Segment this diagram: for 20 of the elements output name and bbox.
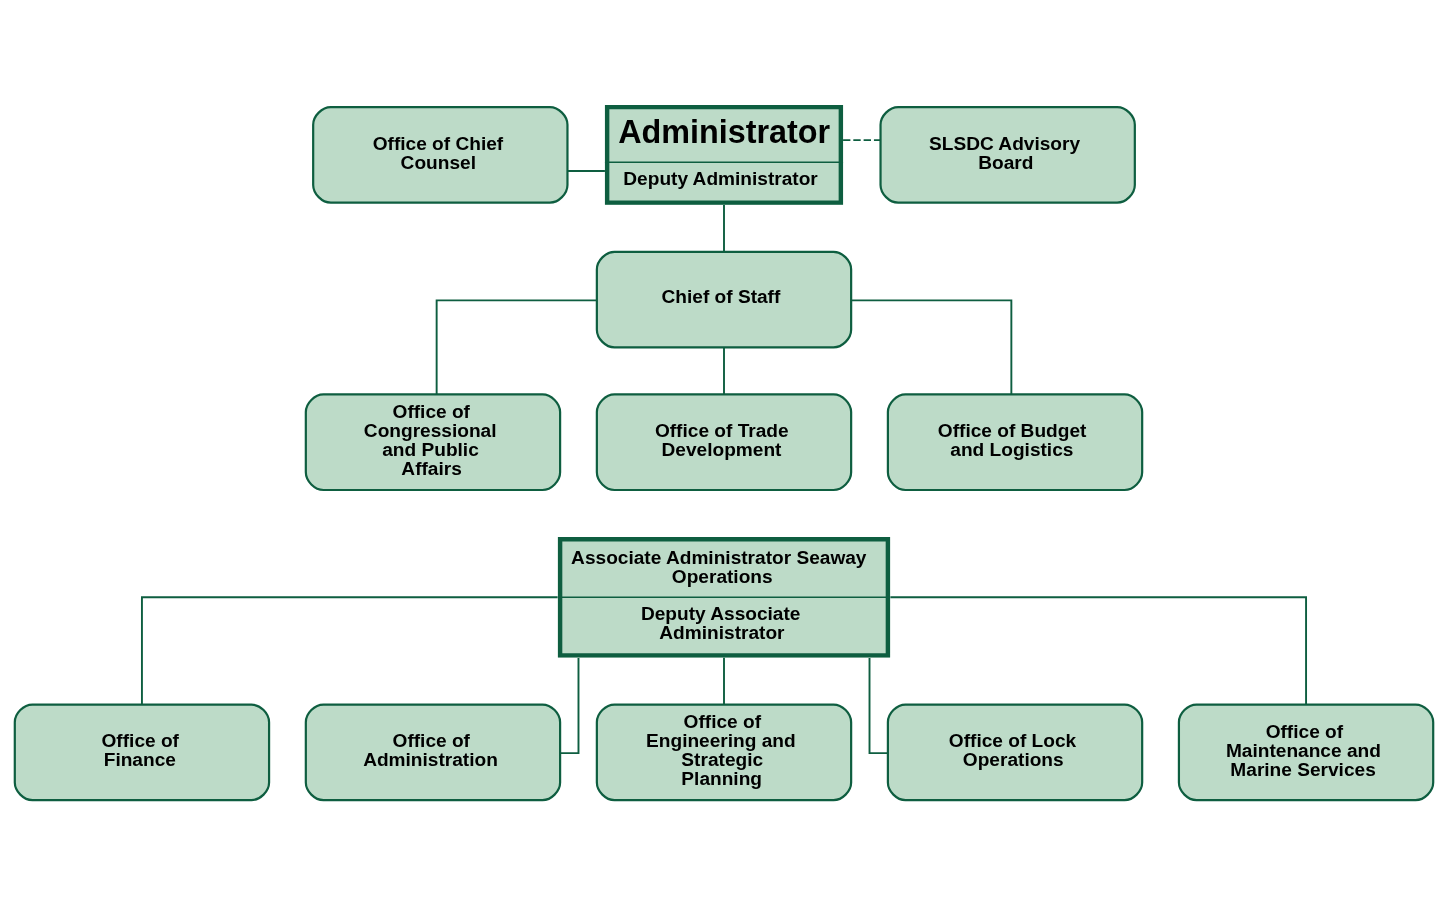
connector	[435, 299, 598, 396]
connector	[723, 656, 725, 706]
node-box: Office of Congressional and Public Affairs	[304, 393, 562, 492]
connector	[723, 204, 725, 253]
connector	[141, 596, 559, 706]
connector	[842, 139, 882, 142]
connector	[850, 299, 1013, 396]
connector	[723, 346, 725, 396]
node-box: Office of Engineering and Strategic Planning	[595, 703, 853, 802]
node-box: Chief of Staff	[595, 250, 853, 349]
connector	[889, 596, 1307, 706]
node-box: Office of Chief Counsel	[312, 106, 569, 204]
node-box: SLSDC Advisory Board	[879, 106, 1136, 204]
node-box: Office of Trade Development	[595, 393, 853, 492]
node-box: Office of Lock Operations	[886, 703, 1144, 802]
connector	[566, 170, 606, 172]
node-box: Office of Finance	[13, 703, 271, 802]
node-box: Office of Administration	[304, 703, 562, 802]
node-box: Office of Maintenance and Marine Services	[1177, 703, 1435, 802]
node-box: Office of Budget and Logistics	[886, 393, 1144, 492]
